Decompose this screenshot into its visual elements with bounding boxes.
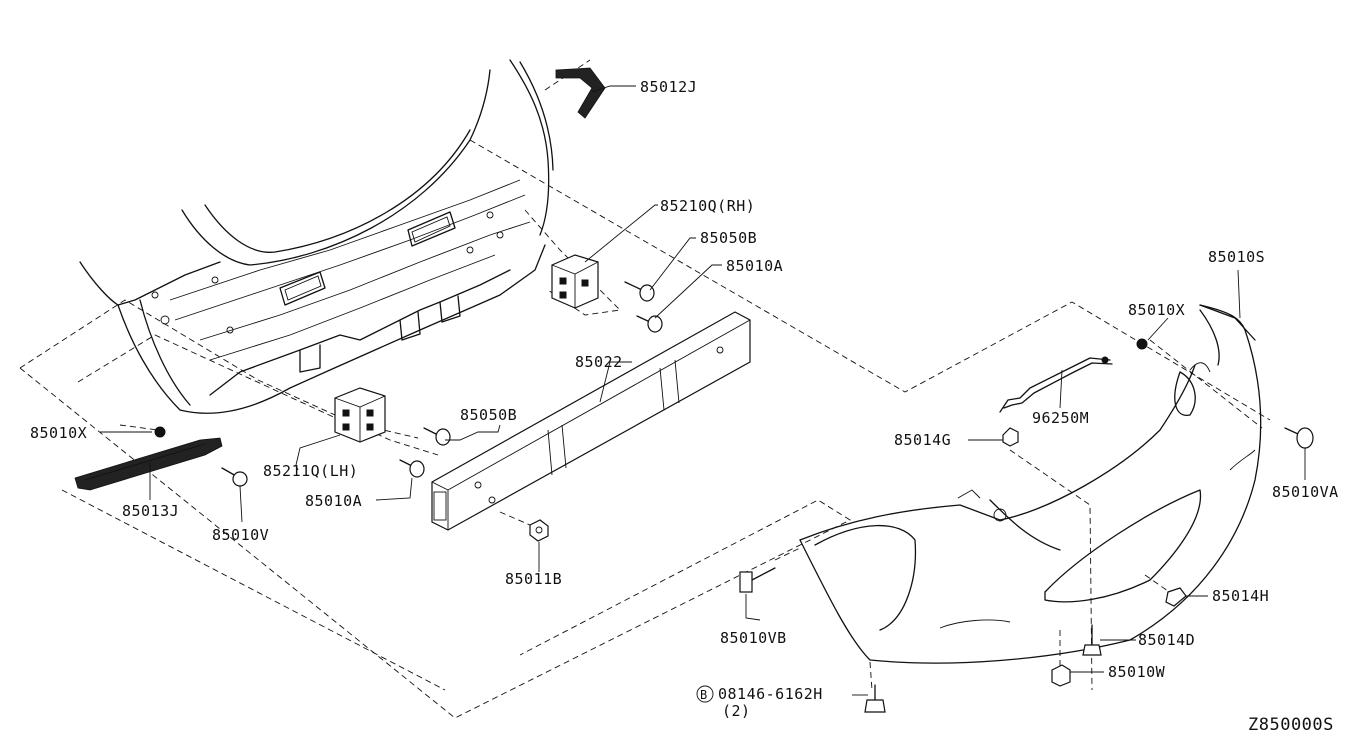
label-96250M: 96250M: [1032, 409, 1089, 427]
label-85210Q-RH: 85210Q(RH): [660, 197, 755, 215]
label-85010W: 85010W: [1108, 663, 1166, 681]
nut-85010W: [1051, 664, 1071, 687]
label-85050B-lower: 85050B: [460, 406, 517, 424]
label-85010VA: 85010VA: [1272, 483, 1339, 501]
label-85010X-right: 85010X: [1128, 301, 1185, 319]
label-85010V: 85010V: [212, 526, 269, 544]
label-08146-6162H: 08146-6162H: [718, 685, 823, 703]
screw-85010VB: [739, 567, 776, 593]
vehicle-rear-body: [79, 59, 554, 414]
label-85010S: 85010S: [1208, 248, 1265, 266]
label-08146-qty: (2): [722, 702, 751, 720]
part-labels: 85012J 85210Q(RH) 85050B 85010A 85022 85…: [30, 78, 1339, 735]
label-85014G: 85014G: [894, 431, 951, 449]
label-85014H: 85014H: [1212, 587, 1269, 605]
fasteners: [154, 281, 1314, 713]
label-85211Q-LH: 85211Q(LH): [263, 462, 358, 480]
nut-85011B: [529, 519, 549, 542]
label-85012J: 85012J: [640, 78, 697, 96]
bolt-symbol-letter: B: [700, 688, 708, 702]
bracket-85012J: [555, 67, 606, 119]
clip-85010X-left: [154, 426, 166, 438]
label-85010X-left: 85010X: [30, 424, 87, 442]
bolt-85010A-lower: [399, 459, 425, 478]
screw-85010V: [221, 467, 248, 487]
clip-85014H: [1165, 587, 1187, 607]
reinforcement-beam-85022: [431, 311, 751, 531]
label-85022: 85022: [575, 353, 623, 371]
bolt-08146-6162H: [864, 684, 886, 713]
label-85050B-upper: 85050B: [700, 229, 757, 247]
retainer-85013J: [74, 437, 223, 491]
bolt-85014D: [1082, 624, 1102, 656]
figure-code: Z850000S: [1248, 715, 1334, 735]
clip-85010X-right: [1136, 338, 1148, 350]
bumper-cover-85010S: [799, 304, 1262, 664]
leader-lines: [100, 85, 1306, 696]
label-85014D: 85014D: [1138, 631, 1195, 649]
label-85011B: 85011B: [505, 570, 562, 588]
bracket-85211Q-LH: [334, 387, 386, 443]
bolt-85010A-upper: [636, 315, 663, 333]
label-85010A-upper: 85010A: [726, 257, 783, 275]
bolt-85050B-lower: [423, 427, 451, 446]
bolt-85050B-upper: [624, 281, 655, 302]
nut-85014G: [1002, 427, 1019, 447]
bracket-96250M: [999, 356, 1113, 413]
label-85010VB: 85010VB: [720, 629, 787, 647]
screw-85010VA: [1284, 427, 1314, 449]
bolt-symbol: B: [696, 685, 714, 703]
bracket-85210Q-RH: [551, 254, 599, 309]
label-85010A-lower: 85010A: [305, 492, 362, 510]
label-85013J: 85013J: [122, 502, 179, 520]
